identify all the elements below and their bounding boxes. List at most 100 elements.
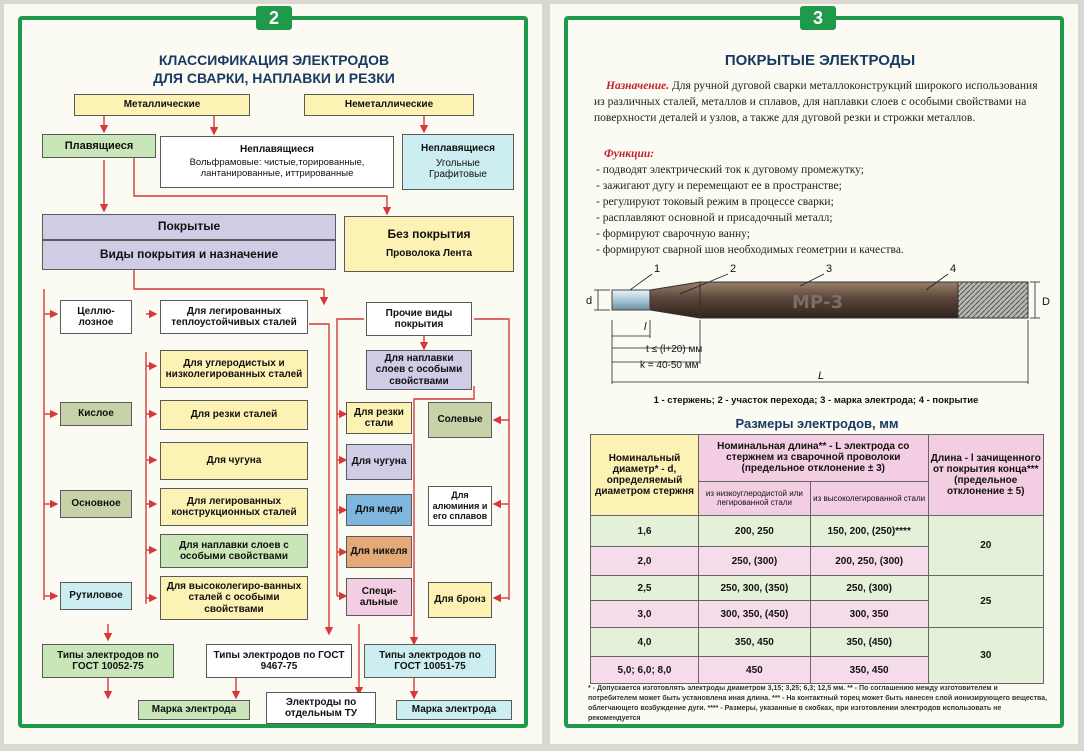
coating-types-box: Виды покрытия и назначение <box>42 240 336 270</box>
cell-diameter: 5,0; 6,0; 8,0 <box>590 656 699 684</box>
other-types-box: Прочие виды покрытия <box>366 302 472 336</box>
rod-shape <box>611 289 651 311</box>
table-subheader-row: из низкоуглеродистой или легированной ст… <box>591 480 1044 517</box>
nonmelting-title: Неплавящиеся <box>240 143 314 155</box>
function-item: - формируют сварной шов необходимых геом… <box>596 244 904 256</box>
tu-box: Электроды по отдельным ТУ <box>266 692 376 724</box>
purpose-surfacing: Для наплавки слоев с особыми свойствами <box>160 534 308 568</box>
subheader-high-alloy: из высоколегированной стали <box>809 480 929 517</box>
label-l: l <box>644 321 647 333</box>
table-footnote: * - Допускается изготовлять электроды ди… <box>588 685 1048 722</box>
purpose-cast-iron: Для чугуна <box>160 442 308 480</box>
nonmelting2-text: Угольные Графитовые <box>429 157 487 181</box>
cell-length-high: 300, 350 <box>809 600 929 628</box>
purpose-label: Назначение. <box>606 80 670 92</box>
type-rutile: Рутиловое <box>60 582 132 610</box>
function-item: - зажигают дугу и перемещают ее в простр… <box>596 180 842 192</box>
cell-diameter: 2,0 <box>590 546 699 576</box>
callout-4: 4 <box>950 263 956 275</box>
left-page: 2 КЛАССИФИКАЦИЯ ЭЛЕКТРОДОВ ДЛЯ СВАРКИ, Н… <box>4 4 542 744</box>
nonmelting-tungsten-box: Неплавящиеся Вольфрамовые: чистые,ториро… <box>160 136 394 188</box>
cell-diameter: 4,0 <box>590 627 699 657</box>
cell-length-low: 250, 300, (350) <box>698 575 811 601</box>
callout-1: 1 <box>654 263 660 275</box>
nonmetallic-box: Неметаллические <box>304 94 474 116</box>
right-page: 3 ПОКРЫТЫЕ ЭЛЕКТРОДЫ Назначение. Для руч… <box>550 4 1078 744</box>
header-bare-end: Длина - l зачищенного от покрытия конца*… <box>927 434 1045 516</box>
transition-shape <box>649 281 701 319</box>
uncoated-box: Без покрытия Проволока Лента <box>344 216 514 272</box>
label-L: L <box>818 370 824 382</box>
purpose-high-alloy: Для высоколегиро-ванных сталей с особыми… <box>160 576 308 620</box>
cell-length-high: 350, (450) <box>809 627 929 657</box>
functions-list: - подводят электрический ток к дуговому … <box>596 162 1050 258</box>
callout-3: 3 <box>826 263 832 275</box>
uncoated-text: Проволока Лента <box>385 248 473 260</box>
mid-copper: Для меди <box>346 494 412 526</box>
cell-length-high: 250, (300) <box>809 575 929 601</box>
function-item: - расплавляют основной и присадочный мет… <box>596 212 833 224</box>
label-k: k = 40-50 мм <box>640 360 699 371</box>
page-title: ПОКРЫТЫЕ ЭЛЕКТРОДЫ <box>724 52 916 69</box>
callout-2: 2 <box>730 263 736 275</box>
mark-box-2: Марка электрода <box>396 700 512 720</box>
mid-cast-iron: Для чугуна <box>346 444 412 480</box>
subheader-low-carbon: из низкоуглеродистой или легированной ст… <box>698 480 811 517</box>
cell-bare-end: 30 <box>927 627 1045 684</box>
cell-diameter: 1,6 <box>590 515 699 547</box>
coating-shape <box>699 281 959 319</box>
mark-box-1: Марка электрода <box>138 700 250 720</box>
type-basic: Основное <box>60 490 132 518</box>
page-title-line2: ДЛЯ СВАРКИ, НАПЛАВКИ И РЕЗКИ <box>153 70 395 86</box>
uncoated-title: Без покрытия <box>387 227 471 242</box>
table-title: Размеры электродов, мм <box>735 416 899 431</box>
purpose-structural: Для легированных конструкционных сталей <box>160 488 308 526</box>
table-row: 1,6 200, 250 150, 200, (250)**** 20 <box>590 515 1045 576</box>
function-item: - формируют сварочную ванну; <box>596 228 750 240</box>
metallic-box: Металлические <box>74 94 250 116</box>
purpose-text: Для ручной дуговой сварки металлоконстру… <box>594 80 1038 124</box>
dimensions-table: Номинальный диаметр* - d, определяемый д… <box>590 434 1045 684</box>
nonmelting-text: Вольфрамовые: чистые,торированные, ланта… <box>189 157 365 180</box>
cell-length-high: 350, 450 <box>809 656 929 684</box>
gost-10052-box: Типы электродов по ГОСТ 10052-75 <box>42 644 174 678</box>
function-item: - подводят электрический ток к дуговому … <box>596 164 864 176</box>
cell-length-high: 200, 250, (300) <box>809 546 929 576</box>
bronze-box: Для бронз <box>428 582 492 618</box>
cell-diameter: 2,5 <box>590 575 699 601</box>
purpose-carbon-steel: Для углеродистых и низколегированных ста… <box>160 350 308 388</box>
nonmelting2-title: Неплавящиеся <box>421 143 495 155</box>
electrode-mark-label: МР-3 <box>792 292 843 313</box>
table-row: 2,0 250, (300) 200, 250, (300) <box>590 546 1044 576</box>
table-row: 4,0 350, 450 350, (450) 30 <box>590 627 1045 684</box>
page-number: 2 <box>256 6 292 30</box>
label-D: D <box>1042 296 1050 308</box>
cell-length-low: 250, (300) <box>698 546 811 576</box>
mid-cutting: Для резки стали <box>346 402 412 434</box>
melting-box: Плавящиеся <box>42 134 156 158</box>
type-acid: Кислое <box>60 402 132 426</box>
label-t: t ≤ (l+20) мм <box>646 344 702 355</box>
diagram-caption: 1 - стержень; 2 - участок перехода; 3 - … <box>653 395 979 406</box>
table-row: 2,5 250, 300, (350) 250, (300) 25 <box>590 575 1045 628</box>
cell-length-low: 200, 250 <box>698 515 811 547</box>
type-cellulose: Целлю-лозное <box>60 300 132 334</box>
cell-bare-end: 25 <box>927 575 1045 628</box>
cell-length-low: 350, 450 <box>698 627 811 657</box>
function-item: - регулируют токовый режим в процессе св… <box>596 196 834 208</box>
coated-box: Покрытые <box>42 214 336 240</box>
salt-box: Солевые <box>428 402 492 438</box>
table-row: 5,0; 6,0; 8,0 450 350, 450 <box>590 656 1044 684</box>
surfacing-box: Для наплавки слоев с особыми свойствами <box>366 350 472 390</box>
cell-bare-end: 20 <box>927 515 1045 576</box>
purpose-heat-resistant: Для легированных теплоустойчивых сталей <box>160 300 308 334</box>
header-diameter: Номинальный диаметр* - d, определяемый д… <box>590 434 699 516</box>
cell-length-low: 300, 350, (450) <box>698 600 811 628</box>
functions-label: Функции: <box>604 148 655 160</box>
table-header-row: Номинальный диаметр* - d, определяемый д… <box>590 434 1045 516</box>
page-title-line1: КЛАССИФИКАЦИЯ ЭЛЕКТРОДОВ <box>158 52 390 68</box>
gost-9467-box: Типы электродов по ГОСТ 9467-75 <box>206 644 352 678</box>
table-row: 3,0 300, 350, (450) 300, 350 <box>590 600 1044 628</box>
purpose-cutting: Для резки сталей <box>160 400 308 430</box>
cell-diameter: 3,0 <box>590 600 699 628</box>
